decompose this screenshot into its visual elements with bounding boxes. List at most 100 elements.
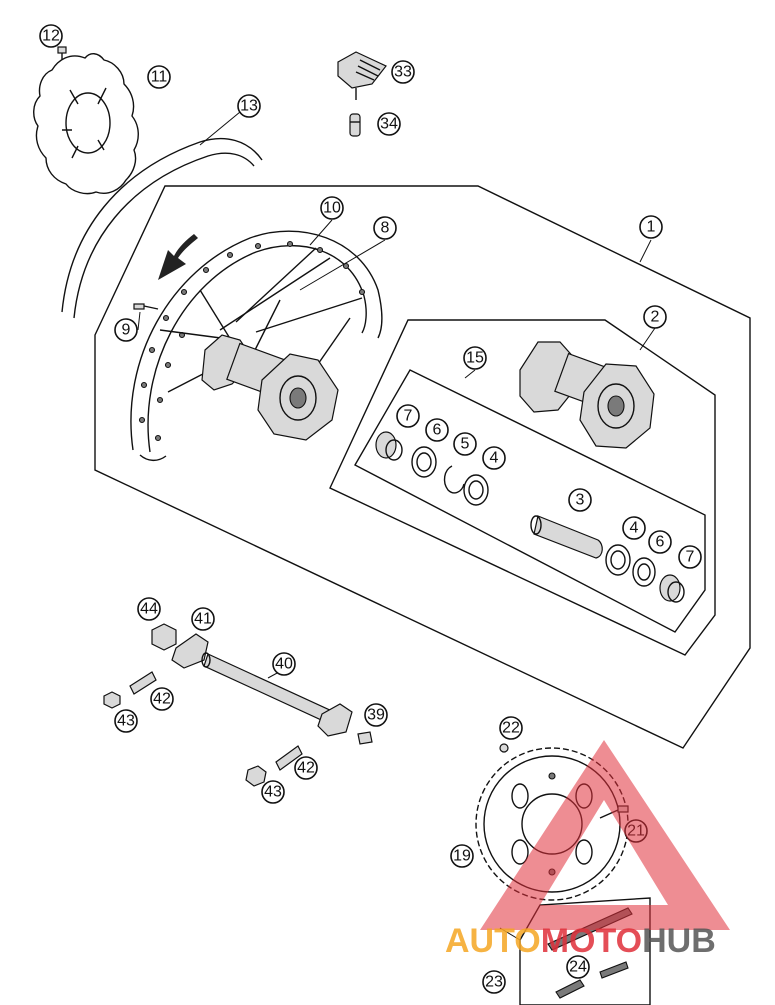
svg-text:42: 42	[297, 760, 315, 777]
svg-text:34: 34	[380, 116, 398, 133]
svg-text:10: 10	[323, 200, 341, 217]
svg-text:11: 11	[151, 69, 168, 86]
callout-4-right: 4	[622, 516, 646, 540]
frame-hub-2	[329, 319, 716, 656]
hub-in-wheel	[201, 334, 339, 441]
svg-text:43: 43	[264, 784, 282, 801]
svg-text:7: 7	[404, 408, 413, 425]
spacer-3	[530, 515, 603, 559]
callout-4-left: 4	[482, 446, 506, 470]
callout-33: 33	[391, 60, 415, 84]
chain-adjuster-41	[171, 633, 209, 669]
chain-adjuster-39	[317, 703, 373, 745]
frame-bearing-kit-15	[354, 369, 706, 633]
watermark-triangle-icon	[480, 740, 730, 930]
brake-disc-part	[33, 53, 139, 195]
svg-text:40: 40	[275, 656, 293, 673]
callout-23: 23	[482, 970, 506, 994]
callout-7-right: 7	[678, 545, 702, 569]
callout-43-upper: 43	[114, 709, 138, 733]
sensor-pin-part	[349, 113, 361, 137]
sprocket-nut-22	[499, 743, 509, 753]
callout-43-lower: 43	[261, 780, 285, 804]
svg-text:5: 5	[461, 436, 470, 453]
callout-24: 24	[566, 955, 590, 979]
svg-text:15: 15	[466, 350, 484, 367]
hub-part	[519, 341, 655, 449]
callout-13: 13	[237, 94, 261, 118]
callout-3: 3	[568, 488, 592, 512]
svg-text:6: 6	[656, 534, 665, 551]
axle-40	[201, 652, 335, 725]
rim-part	[130, 230, 383, 462]
svg-text:4: 4	[490, 450, 499, 467]
watermark-text: AUTOMOTOHUB	[445, 922, 716, 960]
nut-43-upper	[103, 691, 121, 709]
sensor-bracket-part	[337, 51, 387, 100]
frame-assembly-1	[94, 185, 751, 749]
svg-text:23: 23	[485, 974, 503, 991]
circlip-5	[443, 465, 465, 494]
callout-22: 22	[499, 716, 523, 740]
axle-nut-44	[151, 623, 177, 651]
callout-15: 15	[463, 346, 487, 370]
callout-8: 8	[373, 216, 397, 240]
watermark-text-hub: HUB	[642, 922, 716, 960]
svg-text:33: 33	[394, 64, 412, 81]
svg-text:4: 4	[630, 520, 639, 537]
svg-text:42: 42	[153, 691, 171, 708]
bearing-4-right	[605, 544, 631, 576]
svg-text:24: 24	[569, 959, 587, 976]
callout-42-upper: 42	[150, 687, 174, 711]
bearing-4-left	[463, 474, 489, 506]
svg-text:2: 2	[651, 309, 660, 326]
callout-5: 5	[453, 432, 477, 456]
watermark-text-auto: AUTO	[445, 922, 541, 960]
callout-39: 39	[364, 703, 388, 727]
svg-text:19: 19	[453, 848, 471, 865]
callout-11: 11	[147, 65, 171, 89]
leader-lines	[137, 219, 656, 941]
svg-text:43: 43	[117, 713, 135, 730]
seal-7-right	[659, 574, 685, 603]
rim-holes	[138, 240, 366, 442]
svg-text:8: 8	[381, 220, 390, 237]
watermark-logo	[480, 740, 730, 930]
bearing-6-right	[632, 557, 656, 587]
svg-text:22: 22	[502, 720, 520, 737]
svg-text:7: 7	[686, 549, 695, 566]
svg-text:13: 13	[240, 98, 258, 115]
watermark-text-moto: MOTO	[541, 922, 642, 960]
svg-text:9: 9	[122, 322, 131, 339]
callout-7-left: 7	[396, 404, 420, 428]
svg-text:41: 41	[194, 611, 212, 628]
callout-19: 19	[450, 844, 474, 868]
callout-6-right: 6	[648, 530, 672, 554]
rotation-arrow	[158, 234, 198, 280]
spoke-nipple-part	[133, 303, 159, 310]
svg-text:39: 39	[367, 707, 385, 724]
adjust-screw-42-upper	[129, 671, 157, 695]
svg-text:6: 6	[433, 422, 442, 439]
callout-42-lower: 42	[294, 756, 318, 780]
callout-1: 1	[639, 215, 663, 239]
callout-10: 10	[320, 196, 344, 220]
svg-text:3: 3	[576, 492, 585, 509]
disc-bolt-part	[57, 46, 67, 60]
svg-text:1: 1	[647, 219, 656, 236]
seal-7-left	[375, 431, 403, 461]
callout-44: 44	[137, 597, 161, 621]
svg-text:12: 12	[42, 28, 60, 45]
callout-2: 2	[643, 305, 667, 329]
callout-6-left: 6	[425, 418, 449, 442]
svg-text:44: 44	[140, 601, 158, 618]
callout-9: 9	[114, 318, 138, 342]
adjust-screw-42-lower	[275, 745, 303, 771]
bearing-6-left	[411, 446, 437, 478]
callout-40: 40	[272, 652, 296, 676]
rim-tape-part	[61, 111, 263, 319]
callout-12: 12	[39, 24, 63, 48]
callout-41: 41	[191, 607, 215, 631]
